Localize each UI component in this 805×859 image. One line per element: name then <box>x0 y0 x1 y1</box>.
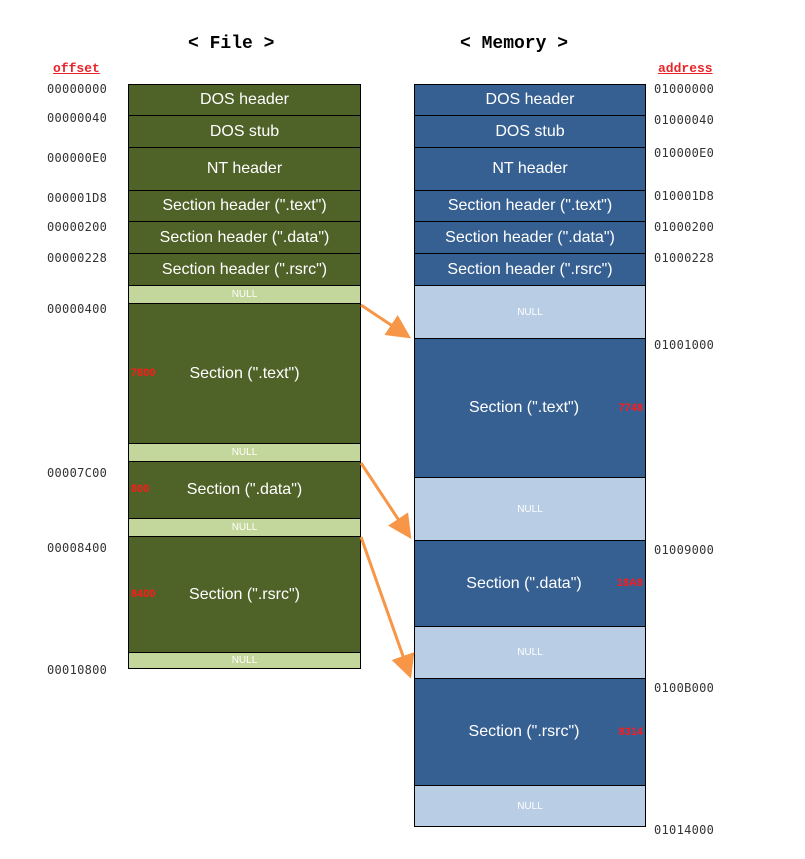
file-section-text: 7800 Section (".text") <box>128 303 361 444</box>
memory-address: 010000E0 <box>654 146 715 160</box>
arrow-data-section <box>359 462 412 540</box>
memory-address: 01001000 <box>654 338 715 352</box>
file-offset: 000001D8 <box>47 191 108 205</box>
file-title: < File > <box>188 34 275 54</box>
file-size-text: 7800 <box>131 367 156 379</box>
file-offset: 00000400 <box>47 302 108 316</box>
block-label: NULL <box>517 503 543 515</box>
file-offset: 00007C00 <box>47 466 108 480</box>
block-label: Section header (".rsrc") <box>447 260 613 278</box>
file-offset: 00000000 <box>47 82 108 96</box>
mem-section-rsrc: Section (".rsrc") 8314 <box>414 678 646 786</box>
memory-address: 010001D8 <box>654 189 715 203</box>
block-label: NULL <box>231 655 258 666</box>
block-label: NULL <box>231 289 258 300</box>
block-label: Section (".rsrc") <box>468 723 580 740</box>
mem-section-data: Section (".data") 18A8 <box>414 540 646 627</box>
block-label: Section header (".data") <box>445 228 615 246</box>
memory-address: 01000040 <box>654 113 715 127</box>
offset-label: offset <box>53 61 100 76</box>
mem-dos-header: DOS header <box>414 84 646 116</box>
memory-address: 01014000 <box>654 823 715 837</box>
memory-address: 01000228 <box>654 251 715 265</box>
file-section-header-rsrc: Section header (".rsrc") <box>128 253 361 286</box>
block-label: NULL <box>517 647 543 658</box>
file-offset: 00008400 <box>47 541 108 555</box>
file-section-header-text: Section header (".text") <box>128 190 361 222</box>
block-label: Section (".data") <box>186 481 303 498</box>
file-offset: 00000200 <box>47 220 108 234</box>
block-label: Section header (".rsrc") <box>161 260 328 278</box>
block-label: Section (".text") <box>468 399 580 416</box>
mem-section-text: Section (".text") 7748 <box>414 338 646 478</box>
mem-size-rsrc: 8314 <box>618 726 643 738</box>
file-offset: 00000040 <box>47 111 108 125</box>
mem-size-text: 7748 <box>618 402 643 414</box>
memory-address: 01000200 <box>654 220 715 234</box>
block-label: NULL <box>231 522 258 533</box>
block-label: DOS stub <box>495 122 565 140</box>
block-label: Section (".rsrc") <box>189 585 300 603</box>
file-section-rsrc: 8400 Section (".rsrc") <box>128 536 361 653</box>
mem-section-header-data: Section header (".data") <box>414 221 646 254</box>
mem-section-header-text: Section header (".text") <box>414 190 646 222</box>
block-label: NULL <box>517 306 543 318</box>
arrow-text-section <box>360 303 411 339</box>
memory-address: 01009000 <box>654 543 715 557</box>
block-label: Section header (".text") <box>162 197 327 214</box>
mem-size-data: 18A8 <box>616 577 643 589</box>
file-offset: 00000228 <box>47 251 108 265</box>
file-section-data: 800 Section (".data") <box>128 461 361 519</box>
file-null-padding: NULL <box>128 652 361 669</box>
file-offset: 00010800 <box>47 663 108 677</box>
memory-title: < Memory > <box>460 34 569 54</box>
file-dos-stub: DOS stub <box>128 115 361 148</box>
block-label: Section header (".data") <box>159 228 330 246</box>
file-section-header-data: Section header (".data") <box>128 221 361 254</box>
mem-null-padding: NULL <box>414 626 646 679</box>
block-label: NT header <box>492 160 568 177</box>
file-nt-header: NT header <box>128 147 361 191</box>
block-label: NULL <box>517 800 543 812</box>
address-label: address <box>658 61 713 76</box>
memory-address: 0100B000 <box>654 681 715 695</box>
file-size-data: 800 <box>131 483 150 495</box>
mem-section-header-rsrc: Section header (".rsrc") <box>414 253 646 286</box>
file-offset: 000000E0 <box>47 151 108 165</box>
memory-address: 01000000 <box>654 82 715 96</box>
block-label: DOS stub <box>209 122 280 140</box>
mem-null-padding: NULL <box>414 285 646 339</box>
block-label: NULL <box>231 447 258 458</box>
block-label: DOS header <box>485 91 575 108</box>
block-label: Section (".data") <box>466 574 582 592</box>
mem-null-padding: NULL <box>414 785 646 827</box>
arrow-rsrc-section <box>359 536 415 679</box>
block-label: DOS header <box>200 91 289 108</box>
block-label: Section (".text") <box>189 364 300 382</box>
block-label: NT header <box>206 160 283 177</box>
mem-null-padding: NULL <box>414 477 646 541</box>
file-size-rsrc: 8400 <box>131 588 156 600</box>
block-label: Section header (".text") <box>447 197 613 214</box>
